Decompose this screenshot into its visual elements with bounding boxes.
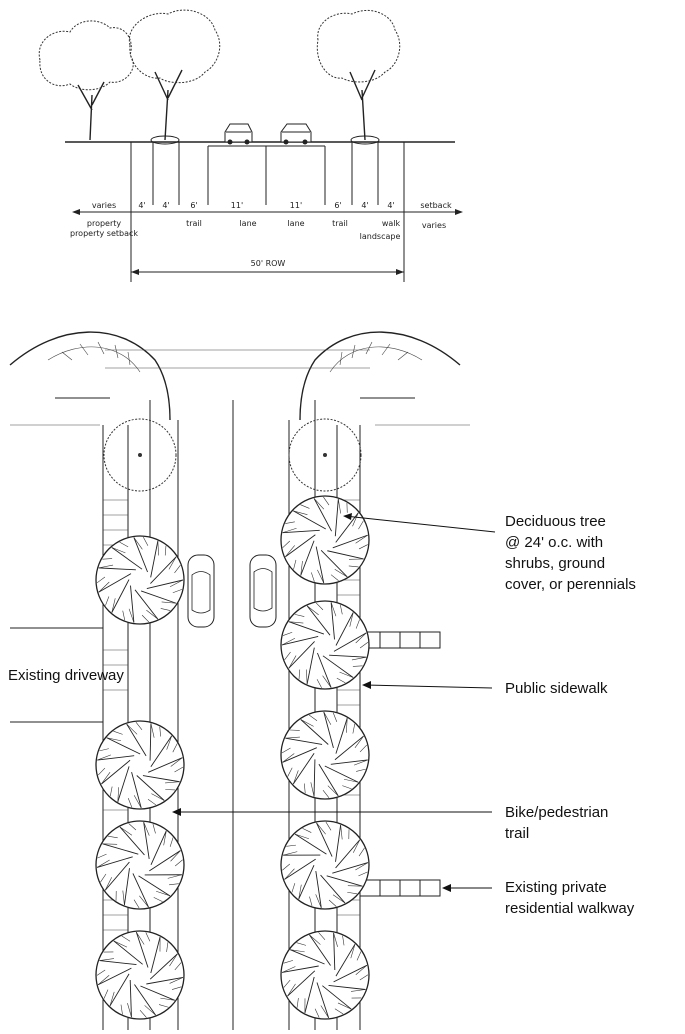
callout-driveway: Existing driveway — [8, 667, 124, 684]
callout-trail: Bike/pedestrian trail — [505, 804, 613, 842]
tree-symbol — [95, 535, 185, 625]
label-property-setback: property setback — [70, 229, 138, 238]
section-tree-1 — [38, 20, 134, 141]
section-car-1 — [224, 123, 253, 145]
plan-view: Deciduous tree @ 24' o.c. with shrubs, g… — [8, 331, 636, 1030]
dim-4-a: 4' — [138, 201, 145, 210]
dim-4-c: 4' — [361, 201, 368, 210]
tree-symbol — [280, 495, 370, 585]
dim-6-b: 6' — [334, 201, 341, 210]
tree-symbol — [280, 930, 370, 1020]
section-tree-2 — [128, 9, 221, 141]
dim-11-a: 11' — [231, 201, 243, 210]
plan-car-right — [249, 554, 277, 628]
dim-6-a: 6' — [190, 201, 197, 210]
callout-walkway: Existing private residential walkway — [505, 879, 635, 917]
label-walk: walk — [382, 219, 401, 228]
label-property: property — [87, 219, 122, 228]
tree-symbol — [280, 600, 370, 690]
plan-car-left — [187, 554, 215, 628]
shrub-right — [288, 418, 362, 492]
label-trail-left: trail — [186, 219, 202, 228]
shrub-left — [103, 418, 177, 492]
label-varies-right: varies — [422, 221, 446, 230]
dim-varies-left: varies — [92, 201, 116, 210]
label-landscape: landscape — [360, 232, 401, 241]
walkway-lower — [359, 879, 441, 897]
tree-symbol — [95, 930, 185, 1020]
tree-symbol — [95, 820, 185, 910]
tree-symbol — [280, 710, 370, 800]
arrow-tree — [344, 515, 496, 533]
dim-11-b: 11' — [290, 201, 302, 210]
label-lane-right: lane — [287, 219, 304, 228]
plan-trees — [95, 495, 370, 1020]
dim-4-b: 4' — [162, 201, 169, 210]
tree-symbol — [280, 820, 370, 910]
callout-sidewalk: Public sidewalk — [505, 680, 608, 697]
label-lane-left: lane — [239, 219, 256, 228]
tree-symbol — [95, 720, 185, 810]
callout-tree: Deciduous tree @ 24' o.c. with shrubs, g… — [505, 513, 636, 593]
arrow-sidewalk — [364, 684, 493, 689]
row-label: 50' ROW — [251, 259, 286, 268]
label-trail-right: trail — [332, 219, 348, 228]
section-tree-3 — [316, 9, 401, 141]
cross-section: varies 4' 4' 6' 11' 11' 6' 4' 4' setback… — [38, 9, 463, 282]
section-car-2 — [280, 123, 312, 145]
walkway-upper — [359, 631, 441, 649]
dim-setback: setback — [420, 201, 452, 210]
dim-4-d: 4' — [387, 201, 394, 210]
